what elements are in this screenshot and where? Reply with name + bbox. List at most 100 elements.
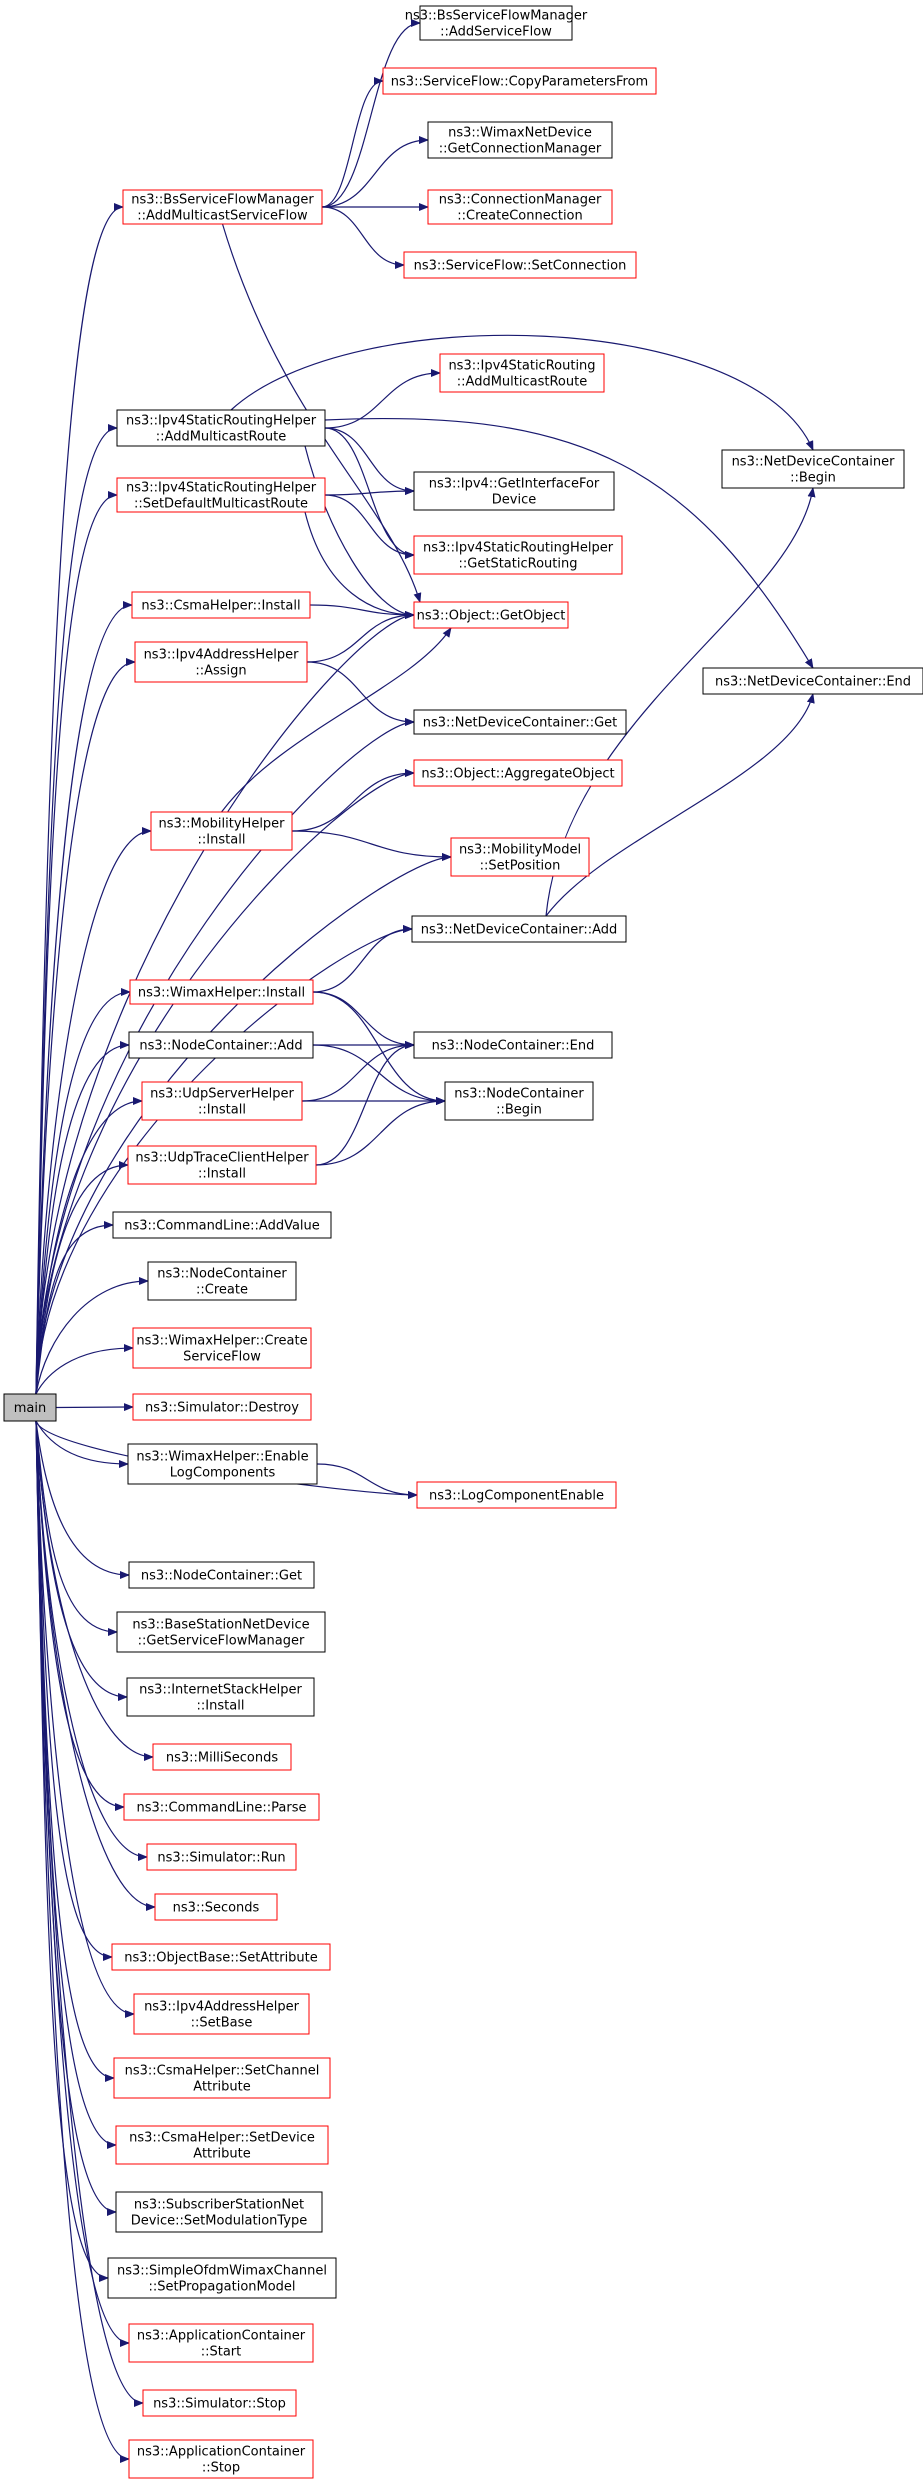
edge-v4ah_assign-to-ndc_get (306, 661, 415, 726)
edge-main-to-ob_setattr (35, 1420, 113, 1961)
node-label: ::Start (201, 2345, 242, 2360)
edge-main-to-millisec (35, 1420, 154, 1761)
node-nc_create[interactable]: ns3::NodeContainer::Create (147, 1261, 297, 1301)
node-cm_create[interactable]: ns3::ConnectionManager::CreateConnection (427, 189, 613, 225)
node-ndc_get[interactable]: ns3::NetDeviceContainer::Get (413, 709, 627, 735)
node-obj_getobj[interactable]: ns3::Object::GetObject (413, 601, 569, 629)
node-nc_get[interactable]: ns3::NodeContainer::Get (128, 1561, 315, 1589)
node-box (133, 1993, 310, 2035)
node-mm_setpos[interactable]: ns3::MobilityModel::SetPosition (450, 837, 590, 877)
node-ish_install[interactable]: ns3::InternetStackHelper::Install (126, 1677, 315, 1717)
node-box (116, 1611, 326, 1653)
node-main[interactable]: main (3, 1393, 57, 1422)
node-box (3, 1393, 57, 1422)
edge-main-to-sim_stop (35, 1420, 144, 2407)
edge-main-to-bsnd_getsfm (35, 1420, 118, 1636)
node-ob_setattr[interactable]: ns3::ObjectBase::SetAttribute (111, 1943, 331, 1971)
edge-main-to-v4ah_assign (35, 658, 136, 1395)
node-ndc_begin[interactable]: ns3::NetDeviceContainer::Begin (721, 449, 905, 489)
node-label: ::Begin (496, 1103, 542, 1118)
node-udptc_install[interactable]: ns3::UdpTraceClientHelper::Install (127, 1145, 317, 1185)
node-obj_aggr[interactable]: ns3::Object::AggregateObject (413, 759, 623, 787)
node-label: ns3::MobilityHelper (158, 817, 285, 832)
node-ssnd_setmod[interactable]: ns3::SubscriberStationNetDevice::SetModu… (115, 2191, 323, 2233)
edge-main-to-mob_install (35, 827, 152, 1395)
node-nc_begin[interactable]: ns3::NodeContainer::Begin (444, 1081, 594, 1121)
node-nc_add[interactable]: ns3::NodeContainer::Add (128, 1031, 314, 1059)
node-ndc_end[interactable]: ns3::NetDeviceContainer::End (702, 667, 923, 695)
node-box (419, 5, 573, 41)
node-box (115, 2191, 323, 2233)
node-v4srh_addmr[interactable]: ns3::Ipv4StaticRoutingHelper::AddMultica… (116, 409, 326, 447)
edge-v4srh_setdef-to-obj_getobj (304, 511, 415, 619)
node-sowc_setprop[interactable]: ns3::SimpleOfdmWimaxChannel::SetPropagat… (107, 2257, 337, 2299)
edge-main-to-ndc_add (35, 925, 413, 1395)
node-box (416, 1481, 617, 1509)
edge-bs_addmcsf-to-obj_getobj (221, 223, 422, 603)
node-mob_install[interactable]: ns3::MobilityHelper::Install (150, 811, 293, 851)
edge-v4srh_addmr-to-v4sr_addmr (324, 369, 441, 429)
node-box (150, 811, 293, 851)
node-label: ::GetConnectionManager (439, 142, 602, 157)
node-label: ns3::NodeContainer::Get (141, 1569, 302, 1584)
node-label: ns3::CommandLine::Parse (136, 1801, 306, 1816)
node-ac_stop[interactable]: ns3::ApplicationContainer::Stop (128, 2439, 314, 2479)
edge-mob_install-to-mm_setpos (291, 830, 452, 861)
node-sim_stop[interactable]: ns3::Simulator::Stop (142, 2389, 297, 2417)
node-bsnd_getsfm[interactable]: ns3::BaseStationNetDevice::GetServiceFlo… (116, 1611, 326, 1653)
node-v4ah_assign[interactable]: ns3::Ipv4AddressHelper::Assign (134, 641, 308, 683)
edge-v4srh_setdef-to-v4_getif (324, 487, 415, 496)
edges (35, 19, 816, 2463)
node-sim_destroy[interactable]: ns3::Simulator::Destroy (132, 1393, 312, 1421)
node-ndc_add[interactable]: ns3::NetDeviceContainer::Add (411, 915, 627, 943)
node-nc_end[interactable]: ns3::NodeContainer::End (413, 1031, 613, 1059)
node-millisec[interactable]: ns3::MilliSeconds (152, 1743, 292, 1771)
node-v4sr_addmr[interactable]: ns3::Ipv4StaticRouting::AddMulticastRout… (439, 353, 605, 393)
edge-wimax_enablelog-to-logcomp_enable (316, 1463, 418, 1499)
edge-main-to-wimax_enablelog (35, 1420, 129, 1468)
node-label: ::Stop (202, 2461, 240, 2476)
node-label: ns3::WimaxHelper::Install (138, 986, 305, 1001)
node-label: ns3::BaseStationNetDevice (132, 1618, 309, 1633)
node-label: ns3::CsmaHelper::SetChannel (125, 2064, 320, 2079)
node-wimax_install[interactable]: ns3::WimaxHelper::Install (129, 979, 314, 1005)
node-logcomp_enable[interactable]: ns3::LogComponentEnable (416, 1481, 617, 1509)
node-label: ns3::NodeContainer::Add (139, 1039, 302, 1054)
node-v4srh_getsr[interactable]: ns3::Ipv4StaticRoutingHelper::GetStaticR… (413, 535, 623, 575)
node-v4ah_setbase[interactable]: ns3::Ipv4AddressHelper::SetBase (133, 1993, 310, 2035)
node-bs_addmcsf[interactable]: ns3::BsServiceFlowManager::AddMulticastS… (122, 189, 323, 225)
node-cl_addval[interactable]: ns3::CommandLine::AddValue (112, 1211, 332, 1239)
node-box (123, 1793, 320, 1821)
edge-ndc_add-to-ndc_end (545, 693, 815, 917)
node-sim_run[interactable]: ns3::Simulator::Run (146, 1843, 297, 1871)
node-wnd_getcm[interactable]: ns3::WimaxNetDevice::GetConnectionManage… (427, 121, 613, 159)
node-sf_copy[interactable]: ns3::ServiceFlow::CopyParametersFrom (382, 67, 657, 95)
node-v4srh_setdef[interactable]: ns3::Ipv4StaticRoutingHelper::SetDefault… (116, 477, 326, 513)
edge-main-to-wimax_install (35, 988, 131, 1395)
node-label: ::Install (197, 1699, 245, 1714)
node-label: ns3::Ipv4AddressHelper (144, 648, 300, 663)
node-cl_parse[interactable]: ns3::CommandLine::Parse (123, 1793, 320, 1821)
node-seconds[interactable]: ns3::Seconds (154, 1893, 278, 1921)
node-sf_setconn[interactable]: ns3::ServiceFlow::SetConnection (403, 251, 637, 279)
node-box (132, 1327, 312, 1369)
node-box (127, 1145, 317, 1185)
node-ac_start[interactable]: ns3::ApplicationContainer::Start (128, 2323, 314, 2363)
node-box (113, 2057, 331, 2099)
node-label: ns3::Simulator::Run (157, 1851, 285, 1866)
node-udpsrv_install[interactable]: ns3::UdpServerHelper::Install (141, 1081, 303, 1121)
edge-main-to-nc_add (35, 1041, 130, 1395)
node-label: LogComponents (170, 1466, 276, 1481)
edge-main-to-v4ah_setbase (35, 1420, 135, 2018)
edge-main-to-udptc_install (35, 1161, 129, 1395)
edge-main-to-bs_addmcsf (35, 203, 124, 1395)
node-label: main (14, 1401, 46, 1416)
node-csma_install[interactable]: ns3::CsmaHelper::Install (131, 591, 311, 619)
node-label: ns3::Seconds (173, 1901, 260, 1916)
node-bs_addsf[interactable]: ns3::BsServiceFlowManager::AddServiceFlo… (405, 5, 588, 41)
